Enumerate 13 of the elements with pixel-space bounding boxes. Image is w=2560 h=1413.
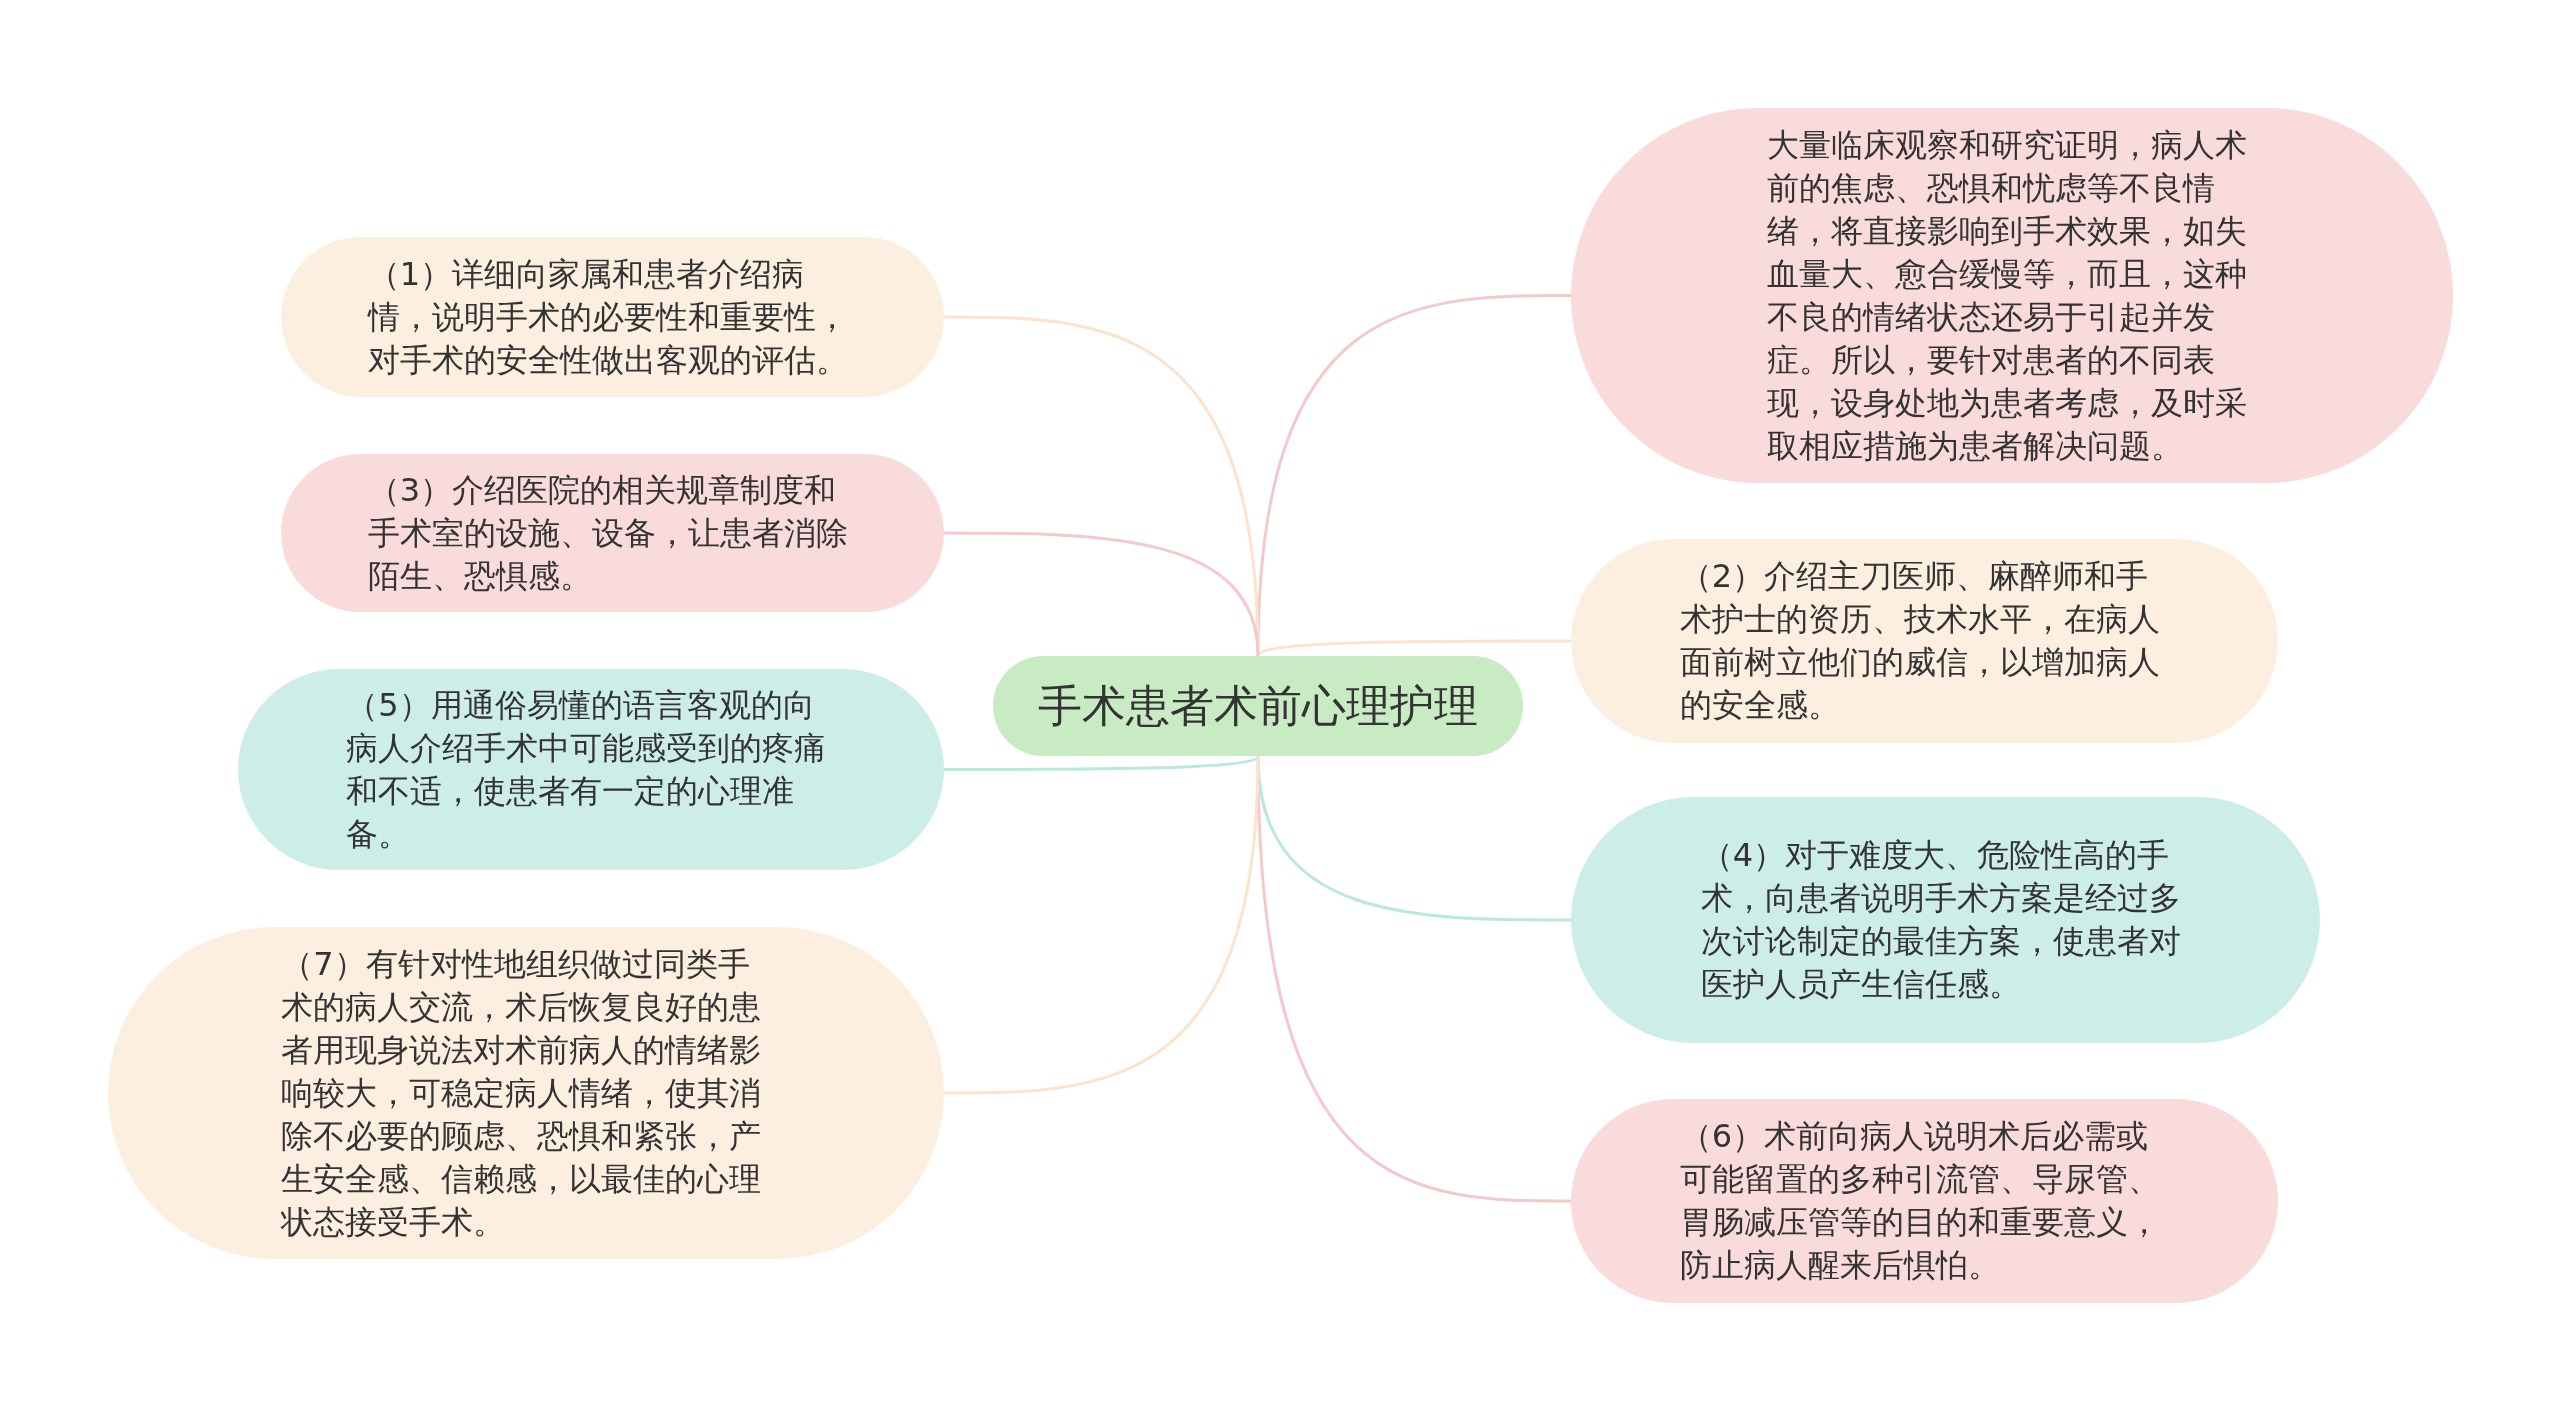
topic-text: （4）对于难度大、危险性高的手术，向患者说明手术方案是经过多次讨论制定的最佳方案，使患者对医护人员产生信任感。	[1700, 835, 2182, 1005]
topic-text: （1）详细向家属和患者介绍病情，说明手术的必要性和重要性，对手术的安全性做出客观的评估。	[367, 253, 849, 381]
topic-text: （5）用通俗易懂的语言客观的向病人介绍手术中可能感受到的疼痛和不适，使患者有一定的心理准备。	[346, 684, 828, 855]
connector-line	[1256, 639, 1571, 657]
connector-line	[944, 755, 1260, 1095]
connector-line	[944, 531, 1260, 657]
topic-text: （2）介绍主刀医师、麻醉师和手术护士的资历、技术水平，在病人面前树立他们的威信，以增加病人的安全感。	[1679, 556, 2161, 726]
topic-text: （3）介绍医院的相关规章制度和手术室的设施、设备，让患者消除陌生、恐惧感。	[367, 469, 849, 597]
topic-title: 手术患者术前心理护理	[1038, 678, 1478, 733]
topic-text: （6）术前向病人说明术后必需或可能留置的多种引流管、导尿管、胃肠减压管等的目的和重要意义，防止病人醒来后惧怕。	[1679, 1116, 2161, 1286]
topic-text: （7）有针对性地组织做过同类手术的病人交流，术后恢复良好的患者用现身说法对术前病人的情绪影响较大，可稳定病人情绪，使其消除不必要的顾虑、恐惧和紧张，产生安全感、信赖感，以最佳的心理状态接受手术。	[281, 943, 763, 1243]
connector-line	[1256, 755, 1571, 1203]
topic-text: 大量临床观察和研究证明，病人术前的焦虑、恐惧和忧虑等不良情绪，将直接影响到手术效果，如失血量大、愈合缓慢等，而且，这种不良的情绪状态还易于引起并发症。所以，要针对患者的不同表现，设身处地为患者考虑，及时采取相应措施为患者解决问题。	[1767, 124, 2249, 467]
